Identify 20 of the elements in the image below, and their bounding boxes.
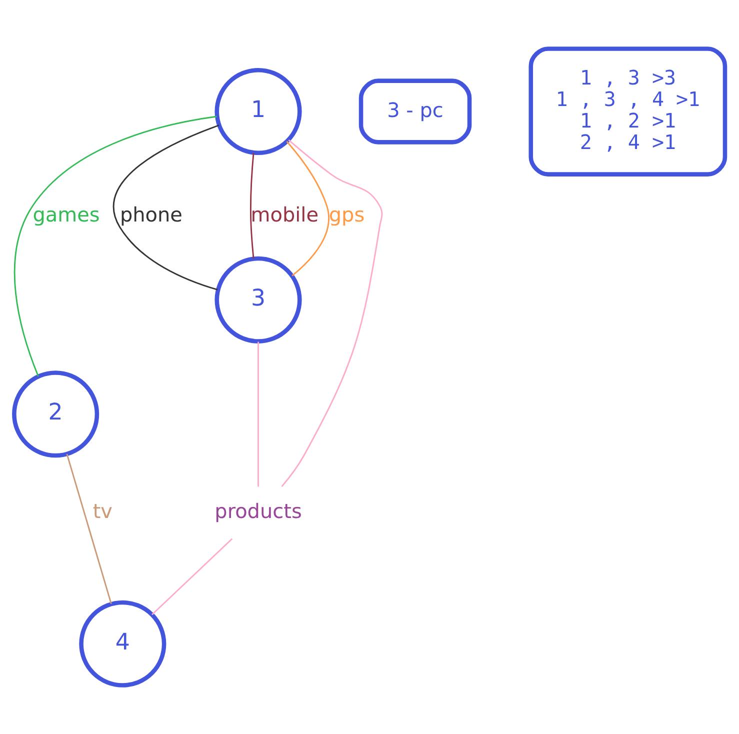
node-circle: 1	[214, 68, 302, 156]
node-box: 1 , 3 >3 1 , 3 , 4 >1 1 , 2 >1 2 , 4 >1	[528, 46, 728, 176]
node-circle: 2	[12, 370, 100, 458]
node-circle: 4	[79, 600, 166, 688]
edge-label: mobile	[250, 202, 319, 227]
connector	[152, 538, 233, 616]
node-box: 3 - pc	[358, 78, 472, 144]
edge-label: tv	[92, 498, 113, 523]
edge-label: gps	[328, 202, 365, 227]
edge-label: phone	[120, 202, 182, 227]
edge-label: games	[32, 202, 100, 227]
connector	[286, 141, 330, 276]
connector	[113, 124, 220, 290]
connector	[258, 342, 259, 487]
connector	[14, 116, 217, 377]
connector	[281, 140, 383, 487]
node-text: products	[214, 498, 302, 523]
node-circle: 3	[214, 256, 302, 344]
connector	[66, 454, 112, 604]
connector	[250, 153, 254, 259]
